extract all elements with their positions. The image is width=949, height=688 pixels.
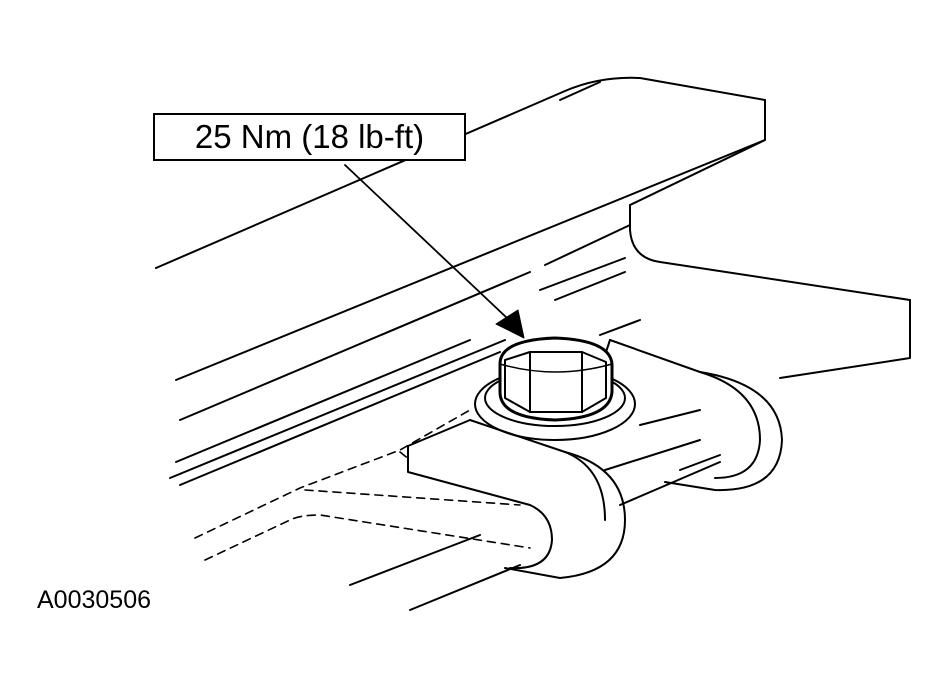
torque-spec-label: 25 Nm (18 lb-ft): [194, 118, 425, 155]
hex-bolt: [498, 336, 614, 422]
torque-spec-callout: 25 Nm (18 lb-ft): [153, 113, 466, 161]
front-clamp-strap: [407, 419, 721, 579]
rear-clamp-strap: [604, 339, 783, 492]
hidden-outline: [194, 409, 531, 561]
frame-rail: [155, 76, 911, 611]
figure-id-label: A0030506: [37, 586, 152, 614]
torque-leader-arrow: [344, 164, 525, 339]
